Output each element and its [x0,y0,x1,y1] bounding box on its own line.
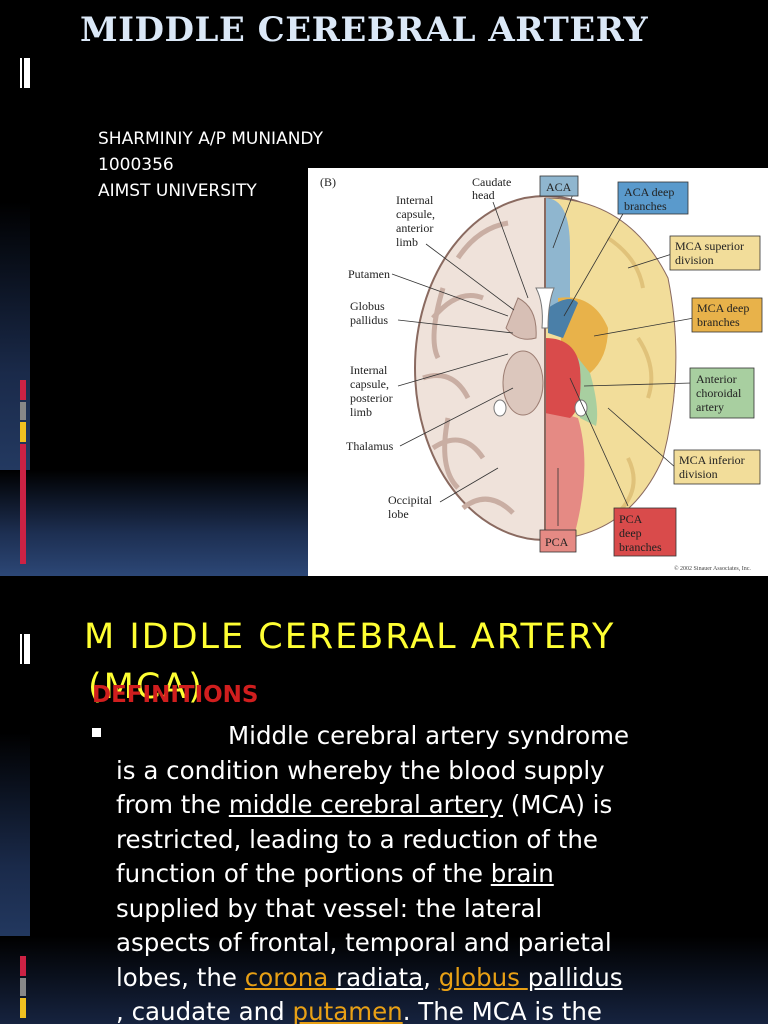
label-occipital-lobe: Occipital [388,493,433,507]
side-color-bar [18,956,30,1024]
box-text: Anterior [696,372,737,386]
box-text: deep [619,526,642,540]
author-institution: AIMST UNIVERSITY [98,178,323,204]
box-text: branches [697,315,740,329]
link-radiata[interactable]: radiata [336,963,423,992]
box-mca-deep: MCA deep branches [692,298,762,332]
box-pca: PCA [540,530,576,552]
author-name: SHARMINIY A/P MUNIANDY [98,126,323,152]
label-internal-capsule-anterior: Internal [396,193,434,207]
definition-paragraph: Middle cerebral artery syndrome is a con… [116,719,756,1024]
para-line: Middle cerebral artery syndrome [116,719,756,754]
box-text: PCA [619,512,643,526]
label-putamen: Putamen [348,267,390,281]
para-line: restricted, leading to a reduction of th… [116,823,756,858]
link-brain[interactable]: brain [491,859,554,888]
label-line: posterior [350,391,393,405]
para-line: function of the portions of the brain [116,857,756,892]
label-thalamus: Thalamus [346,439,394,453]
box-aca-deep: ACA deep branches [618,182,688,214]
link-middle-cerebral-artery[interactable]: middle cerebral artery [229,790,503,819]
box-text: division [679,467,718,481]
text: from the [116,790,229,819]
box-text: ACA deep [624,185,674,199]
box-pca-deep: PCA deep branches [614,508,676,556]
link-pallidus[interactable]: pallidus [528,963,623,992]
left-thalamus [503,351,543,415]
label-internal-capsule-posterior: Internal [350,363,388,377]
text: . The MCA is the [403,997,602,1024]
box-aca: ACA [540,176,578,196]
left-posterior-horn [494,400,506,416]
section-heading: DEFINITIONS [92,682,259,708]
link-corona[interactable]: corona [245,963,336,992]
panel-label: (B) [320,175,336,189]
box-mca-superior: MCA superior division [670,236,760,270]
box-text: MCA deep [697,301,749,315]
brain-section-diagram: (B) Internal capsule, anterior limb Caud… [308,168,768,576]
bullet-icon [92,728,101,737]
para-line: , caudate and putamen. The MCA is the [116,995,756,1024]
side-color-bar [18,380,30,570]
side-decoration [0,50,30,100]
box-text: division [675,253,714,267]
label-line: limb [350,405,372,419]
label-line: pallidus [350,313,388,327]
para-line: aspects of frontal, temporal and parieta… [116,926,756,961]
box-text: ACA [546,180,572,194]
box-mca-inferior: MCA inferior division [674,450,760,484]
text: , caudate and [116,997,293,1024]
box-anterior-choroidal: Anterior choroidal artery [690,368,754,418]
label-line: head [472,188,495,202]
label-caudate-head: Caudate [472,175,511,189]
para-line: from the middle cerebral artery (MCA) is [116,788,756,823]
link-putamen[interactable]: putamen [293,997,403,1024]
text: (MCA) is [503,790,612,819]
para-line: supplied by that vessel: the lateral [116,892,756,927]
slide-title: MIDDLE CEREBRAL ARTERY [80,10,648,50]
author-block: SHARMINIY A/P MUNIANDY 1000356 AIMST UNI… [98,126,323,204]
box-text: branches [619,540,662,554]
slide-2: M IDDLE CEREBRAL ARTERY (MCA) DEFINITION… [0,576,768,1024]
box-text: MCA superior [675,239,744,253]
slide-1: MIDDLE CEREBRAL ARTERY SHARMINIY A/P MUN… [0,0,768,576]
para-line: lobes, the corona radiata, globus pallid… [116,961,756,996]
box-text: branches [624,199,667,213]
bottom-gradient [0,470,310,576]
label-line: anterior [396,221,433,235]
link-globus[interactable]: globus [439,963,528,992]
author-id: 1000356 [98,152,323,178]
para-line: is a condition whereby the blood supply [116,754,756,789]
label-line: limb [396,235,418,249]
box-text: choroidal [696,386,742,400]
copyright-text: © 2002 Sinauer Associates, Inc. [674,565,751,572]
box-text: MCA inferior [679,453,745,467]
box-text: artery [696,400,724,414]
text: , [423,963,439,992]
text: lobes, the [116,963,245,992]
text: function of the portions of the [116,859,491,888]
title-line-1: M IDDLE CEREBRAL ARTERY [84,617,615,657]
label-line: lobe [388,507,409,521]
label-line: capsule, [396,207,435,221]
label-line: capsule, [350,377,389,391]
label-globus-pallidus: Globus [350,299,385,313]
side-decoration [0,626,30,676]
box-text: PCA [545,535,569,549]
